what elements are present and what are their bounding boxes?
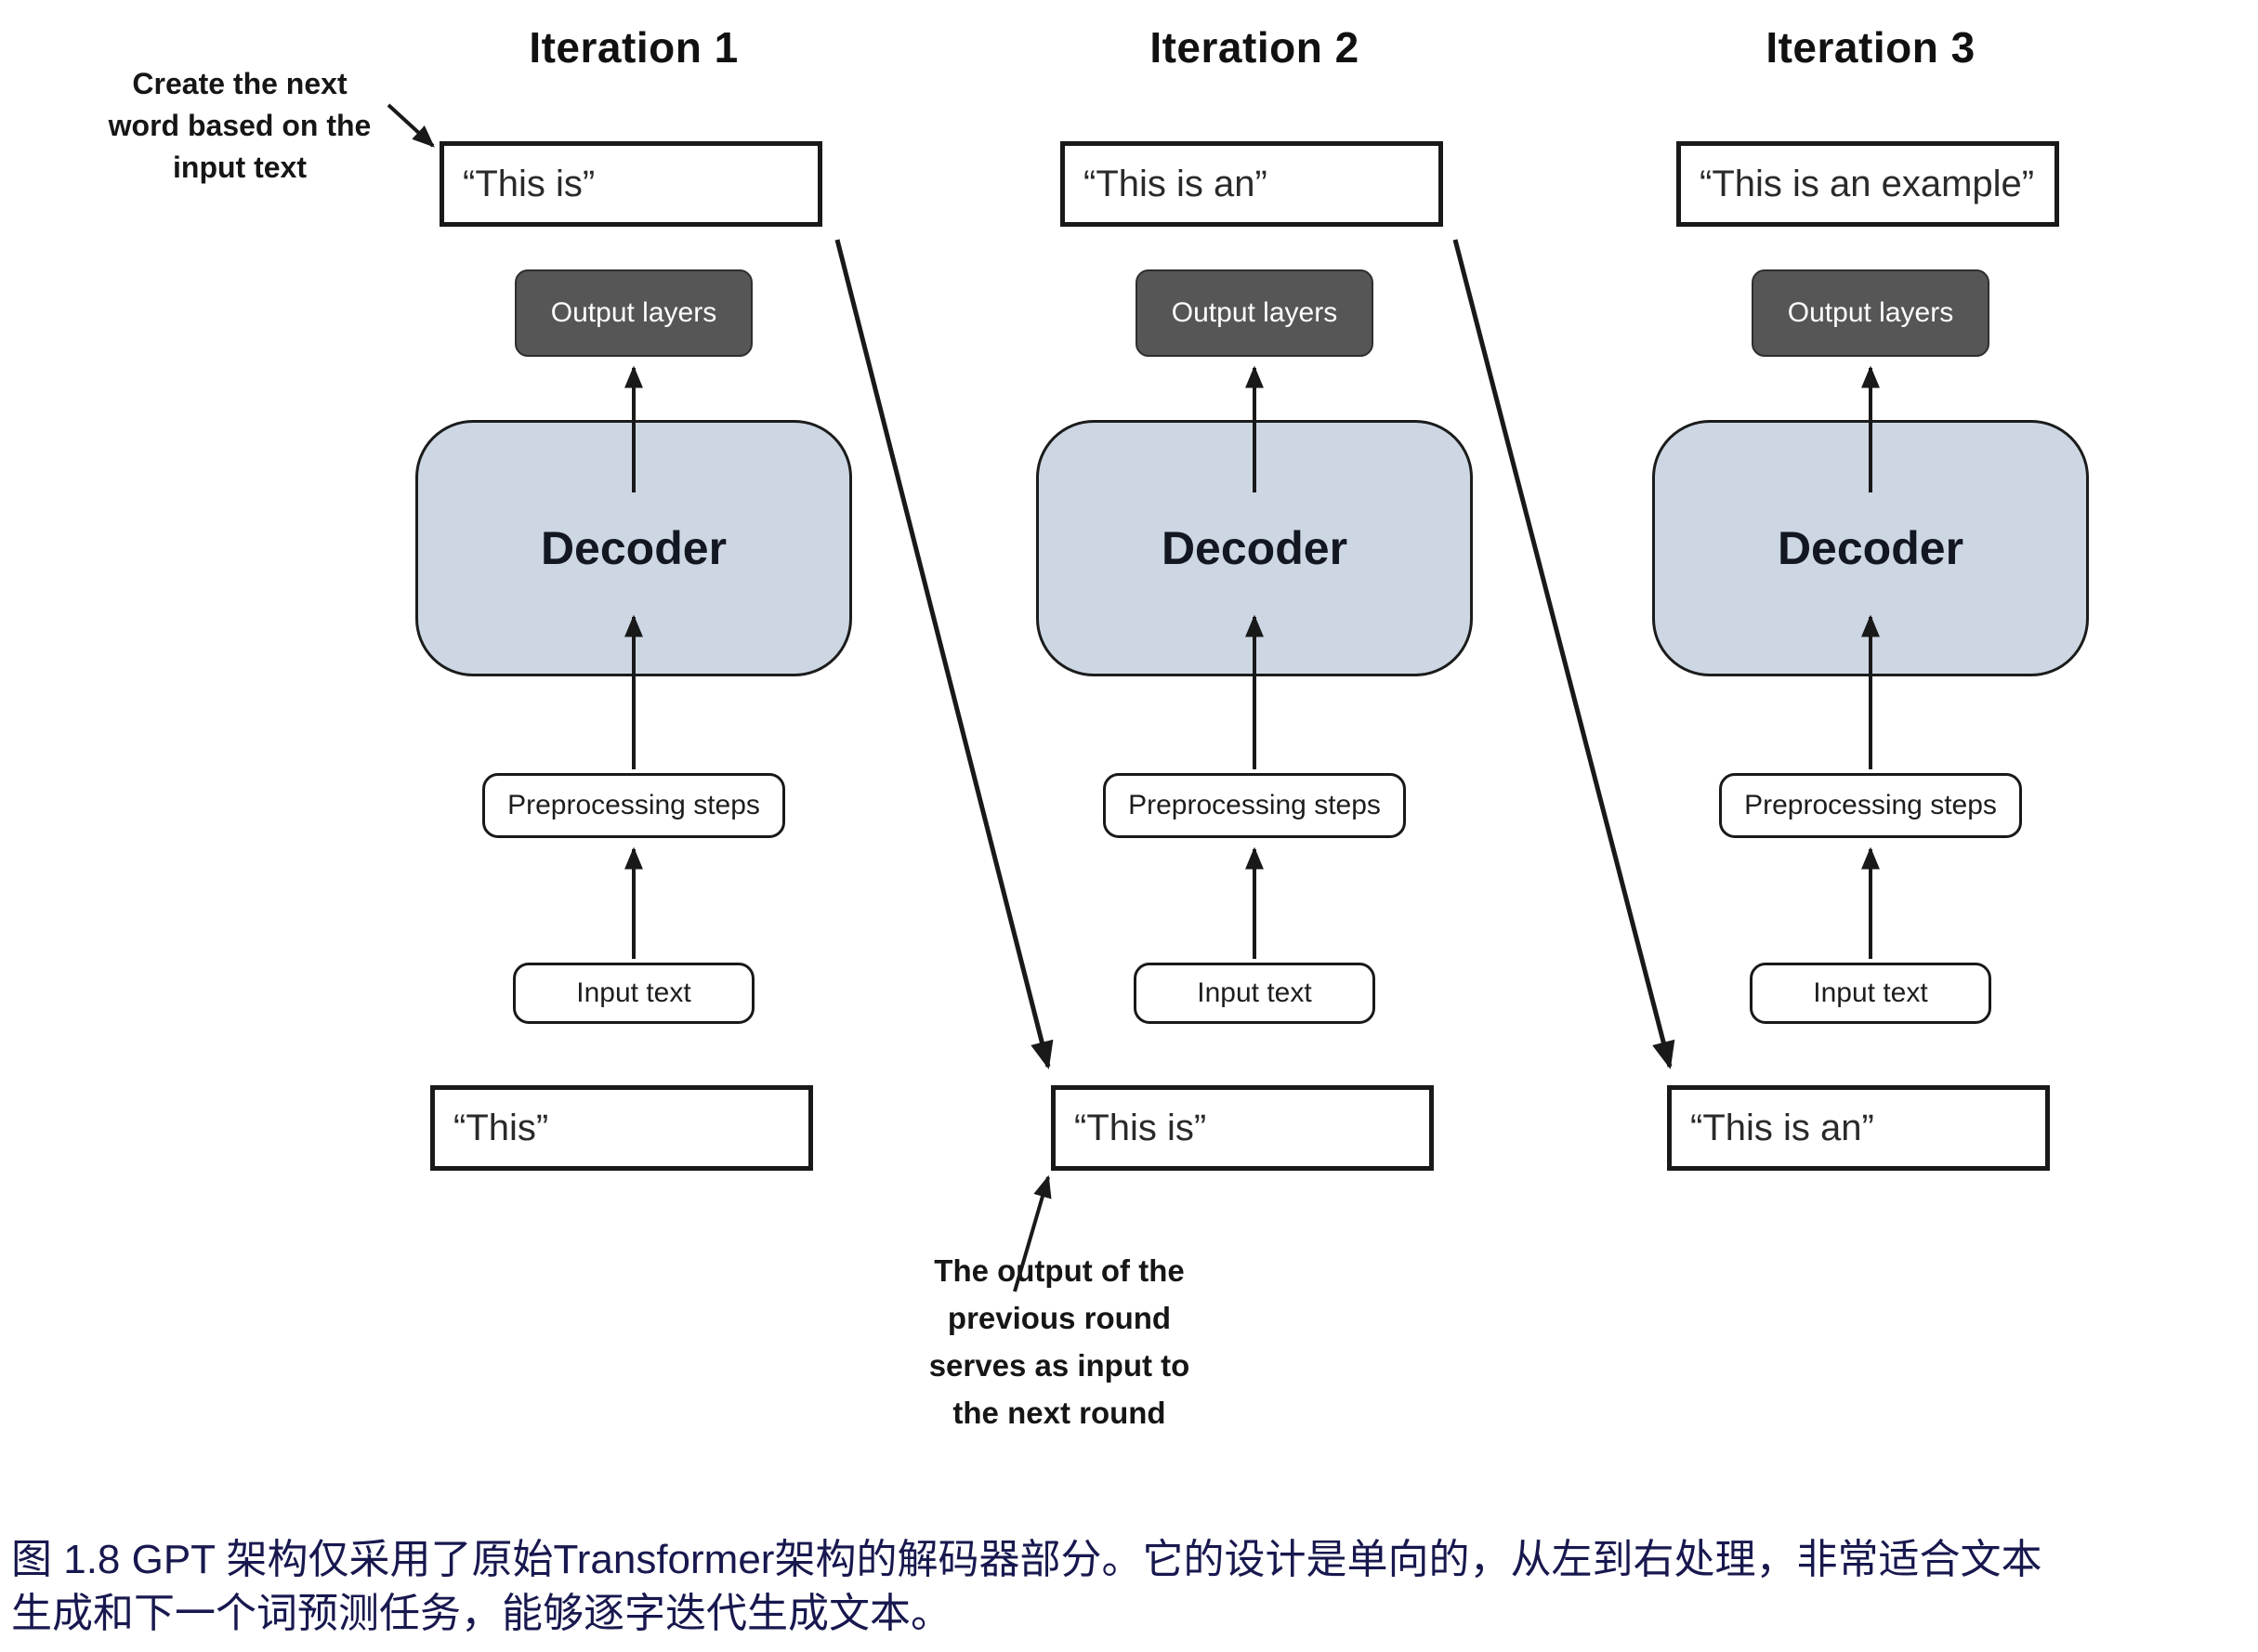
iteration-3-title: Iteration 3	[1766, 23, 1976, 72]
iteration-2-title: Iteration 2	[1149, 23, 1359, 72]
note-line: word based on the	[108, 109, 372, 142]
decoder-label: Decoder	[540, 522, 728, 574]
decoder-label: Decoder	[1777, 522, 1964, 574]
iteration-3-output-layers-box: Output layers	[1752, 269, 1989, 357]
output-layers-label: Output layers	[1787, 297, 1954, 328]
arrow-output2-to-input3	[1452, 239, 1675, 1069]
input-text-label: Input text	[576, 977, 691, 1008]
note-line: input text	[173, 151, 307, 184]
iteration-1-column: Iteration 1 “This is” Output layers Deco…	[406, 0, 861, 1199]
iteration-2-output-text-box: “This is an”	[1060, 141, 1443, 227]
iteration-3-column: Iteration 3 “This is an example” Output …	[1643, 0, 2098, 1199]
caption-line-2: 生成和下一个词预测任务，能够逐字迭代生成文本。	[11, 1591, 952, 1636]
caption-line-1: 图 1.8 GPT 架构仅采用了原始Transformer架构的解码器部分。它的…	[11, 1537, 2042, 1582]
iteration-1-output-layers-box: Output layers	[515, 269, 753, 357]
iteration-3-preprocessing-box: Preprocessing steps	[1719, 773, 2022, 838]
decoder-label: Decoder	[1161, 522, 1348, 574]
note-output-feeds-next: The output of the previous round serves …	[887, 1247, 1231, 1436]
note-line: serves as input to	[928, 1348, 1190, 1383]
iteration-2-output-text: “This is an”	[1083, 163, 1267, 204]
note-line: previous round	[947, 1301, 1172, 1335]
figure-caption: 图 1.8 GPT 架构仅采用了原始Transformer架构的解码器部分。它的…	[11, 1533, 2251, 1641]
iteration-2-input-text-box: Input text	[1134, 963, 1375, 1024]
preprocessing-label: Preprocessing steps	[1744, 790, 1997, 820]
iteration-3-decoder-box: Decoder	[1652, 420, 2089, 676]
output-layers-label: Output layers	[1171, 297, 1338, 328]
iteration-3-output-text: “This is an example”	[1700, 163, 2035, 204]
preprocessing-label: Preprocessing steps	[1128, 790, 1381, 820]
iteration-1-output-text: “This is”	[463, 163, 596, 204]
iteration-1-decoder-box: Decoder	[415, 420, 852, 676]
arrow-output1-to-input2	[834, 239, 1054, 1069]
iteration-1-input-string: “This”	[453, 1107, 549, 1148]
preprocessing-label: Preprocessing steps	[507, 790, 760, 820]
iteration-1-input-string-box: “This”	[430, 1085, 813, 1171]
iteration-1-output-text-box: “This is”	[440, 141, 822, 227]
iteration-3-output-text-box: “This is an example”	[1676, 141, 2059, 227]
note-create-next-word: Create the next word based on the input …	[82, 63, 398, 189]
iteration-2-output-layers-box: Output layers	[1136, 269, 1373, 357]
iteration-3-input-text-box: Input text	[1750, 963, 1991, 1024]
input-text-label: Input text	[1197, 977, 1312, 1008]
iteration-3-input-string-box: “This is an”	[1667, 1085, 2050, 1171]
note-line: the next round	[952, 1396, 1166, 1430]
iteration-1-preprocessing-box: Preprocessing steps	[482, 773, 785, 838]
iteration-1-title: Iteration 1	[529, 23, 739, 72]
iteration-2-input-string: “This is”	[1074, 1107, 1207, 1148]
output-layers-label: Output layers	[550, 297, 717, 328]
iteration-2-decoder-box: Decoder	[1036, 420, 1473, 676]
note-line: Create the next	[132, 67, 348, 100]
note-line: The output of the	[934, 1253, 1185, 1288]
iteration-2-preprocessing-box: Preprocessing steps	[1103, 773, 1406, 838]
input-text-label: Input text	[1813, 977, 1928, 1008]
iteration-1-input-text-box: Input text	[513, 963, 755, 1024]
iteration-2-input-string-box: “This is”	[1051, 1085, 1434, 1171]
iteration-3-input-string: “This is an”	[1690, 1107, 1874, 1148]
iteration-2-column: Iteration 2 “This is an” Output layers D…	[1027, 0, 1482, 1199]
